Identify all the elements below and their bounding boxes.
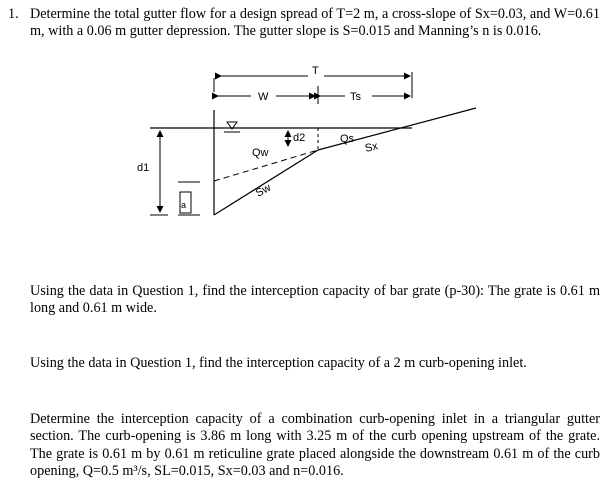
- gutter-cross-section-figure: T W Ts Qs Sx Qw d2 d1 Sw a: [137, 65, 477, 216]
- label-a: a: [181, 200, 186, 210]
- label-t: T: [312, 65, 319, 77]
- label-d2: d2: [293, 132, 305, 144]
- question-3-text: Using the data in Question 1, find the i…: [30, 355, 527, 371]
- label-qs: Qs: [340, 133, 355, 145]
- question-1-number: 1.: [8, 6, 19, 22]
- label-ts: Ts: [350, 91, 362, 103]
- question-4-text: Determine the interception capacity of a…: [30, 411, 600, 480]
- question-1-text: Determine the total gutter flow for a de…: [30, 6, 600, 40]
- label-qw: Qw: [252, 147, 269, 159]
- question-2-text: Using the data in Question 1, find the i…: [30, 283, 600, 317]
- label-w: W: [258, 91, 269, 103]
- label-d1: d1: [137, 162, 149, 174]
- label-sw: Sw: [254, 182, 273, 200]
- label-sx: Sx: [364, 140, 380, 155]
